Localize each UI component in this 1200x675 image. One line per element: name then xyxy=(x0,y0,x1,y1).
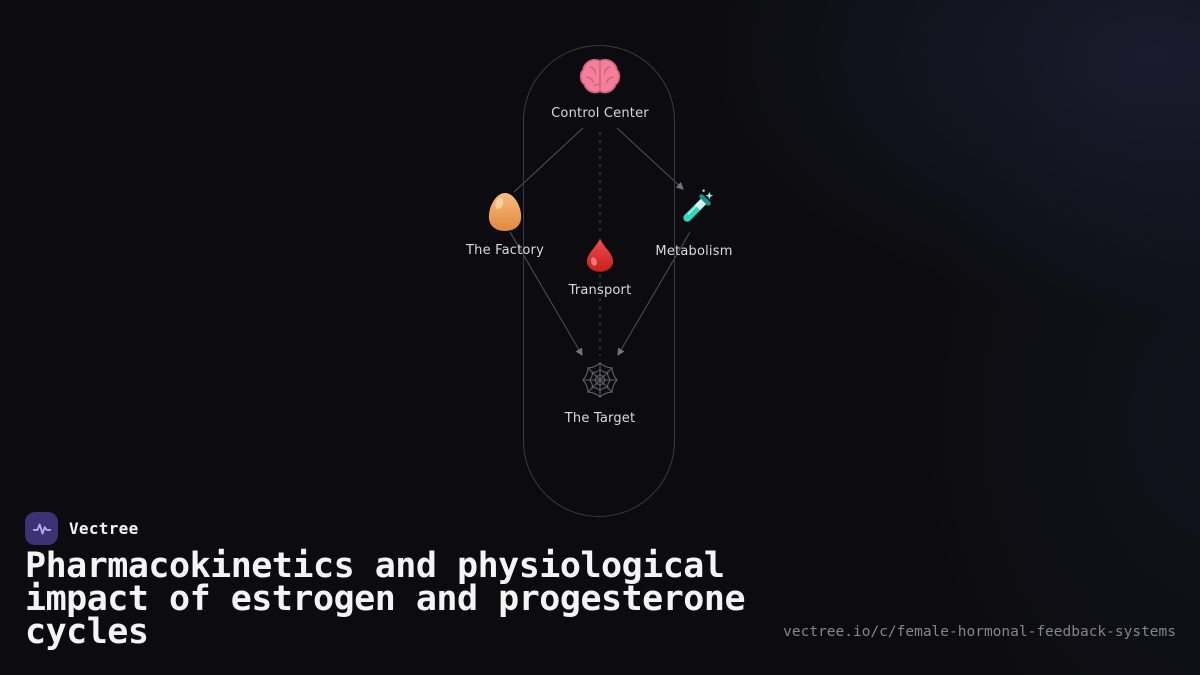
edge-factory-to-target xyxy=(509,231,583,356)
node-label-factory: The Factory xyxy=(466,243,544,258)
node-control-center: Control Center xyxy=(520,56,680,121)
test-tube-icon xyxy=(671,188,717,234)
node-target: The Target xyxy=(520,359,680,426)
vectree-logo xyxy=(25,512,58,545)
edge-metabolism-to-target xyxy=(617,231,691,356)
edge-control-to-metabolism xyxy=(616,127,684,190)
node-label-metabolism: Metabolism xyxy=(655,244,733,259)
node-metabolism: Metabolism xyxy=(614,188,774,259)
node-label-control-center: Control Center xyxy=(551,106,649,121)
brand-row: Vectree xyxy=(25,512,139,545)
node-transport: Transport xyxy=(520,237,680,298)
page-title: Pharmacokinetics and physiological impac… xyxy=(25,546,746,652)
waveform-icon xyxy=(32,523,51,534)
edge-control-to-factory xyxy=(513,127,584,193)
footer-url: vectree.io/c/female-hormonal-feedback-sy… xyxy=(783,624,1176,640)
brand-name: Vectree xyxy=(69,519,139,538)
blood-drop-icon xyxy=(584,237,616,273)
egg-icon xyxy=(487,191,523,233)
capsule-outline xyxy=(523,45,675,517)
spider-web-icon xyxy=(577,359,623,401)
node-label-target: The Target xyxy=(564,411,636,426)
node-factory: The Factory xyxy=(425,191,585,258)
node-label-transport: Transport xyxy=(568,283,632,298)
brain-icon xyxy=(578,56,622,96)
